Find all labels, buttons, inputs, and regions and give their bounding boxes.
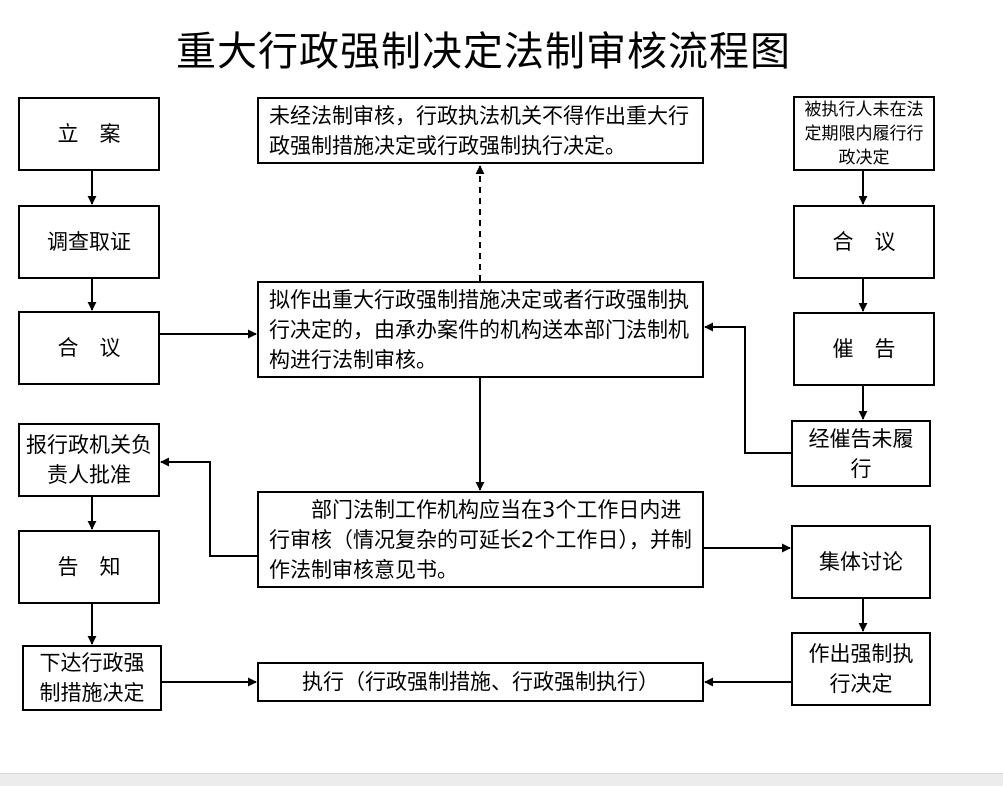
node-urged-not-performed-label: 经催告未履行 <box>808 426 914 481</box>
node-execute: 执行（行政强制措施、行政强制执行） <box>257 662 704 702</box>
node-discuss-right-label: 合 议 <box>832 230 896 254</box>
node-submit-review-label: 拟作出重大行政强制措施决定或者行政强制执行决定的，由承办案件的机构送本部门法制机… <box>269 287 689 372</box>
arrow-notperformed-to-submit <box>704 322 791 454</box>
node-prohibition-label: 未经法制审核，行政执法机关不得作出重大行政强制措施决定或行政强制执行决定。 <box>269 103 689 158</box>
page-bottom-bar <box>0 773 1003 786</box>
page-title: 重大行政强制决定法制审核流程图 <box>176 29 791 75</box>
node-issue-decision-label: 下达行政强制措施决定 <box>39 651 145 705</box>
node-legal-review: 部门法制工作机构应当在3个工作日内进行审核（情况复杂的可延长2个工作日），并制作… <box>257 491 704 588</box>
node-approve-label: 报行政机关负责人批准 <box>26 433 152 487</box>
node-make-decision-label: 作出强制执行决定 <box>808 642 914 696</box>
node-register-label: 立 案 <box>57 122 121 146</box>
arrow-review-to-approve <box>160 457 257 557</box>
node-issue-decision: 下达行政强制措施决定 <box>22 645 162 711</box>
node-not-performed: 被执行人未在法定期限内履行行政决定 <box>793 96 935 171</box>
node-notify-label: 告 知 <box>57 555 121 579</box>
node-prohibition: 未经法制审核，行政执法机关不得作出重大行政强制措施决定或行政强制执行决定。 <box>257 97 704 164</box>
node-urged-not-performed: 经催告未履行 <box>791 420 931 487</box>
node-register: 立 案 <box>18 97 160 171</box>
node-discuss-right: 合 议 <box>793 205 935 279</box>
node-investigate-label: 调查取证 <box>47 230 131 254</box>
node-approve: 报行政机关负责人批准 <box>18 423 160 497</box>
node-discuss-left-label: 合 议 <box>57 336 121 360</box>
node-make-decision: 作出强制执行决定 <box>791 632 931 706</box>
node-urge-label: 催 告 <box>832 337 896 361</box>
node-submit-review: 拟作出重大行政强制措施决定或者行政强制执行决定的，由承办案件的机构送本部门法制机… <box>257 281 704 378</box>
node-collective-discussion-label: 集体讨论 <box>819 550 903 574</box>
node-collective-discussion: 集体讨论 <box>791 525 931 599</box>
node-legal-review-label: 部门法制工作机构应当在3个工作日内进行审核（情况复杂的可延长2个工作日），并制作… <box>269 497 692 582</box>
node-execute-label: 执行（行政强制措施、行政强制执行） <box>302 670 659 694</box>
node-urge: 催 告 <box>793 312 935 386</box>
node-discuss-left: 合 议 <box>18 311 160 385</box>
node-notify: 告 知 <box>18 530 160 604</box>
node-not-performed-label: 被执行人未在法定期限内履行行政决定 <box>804 99 924 168</box>
node-investigate: 调查取证 <box>18 205 160 279</box>
